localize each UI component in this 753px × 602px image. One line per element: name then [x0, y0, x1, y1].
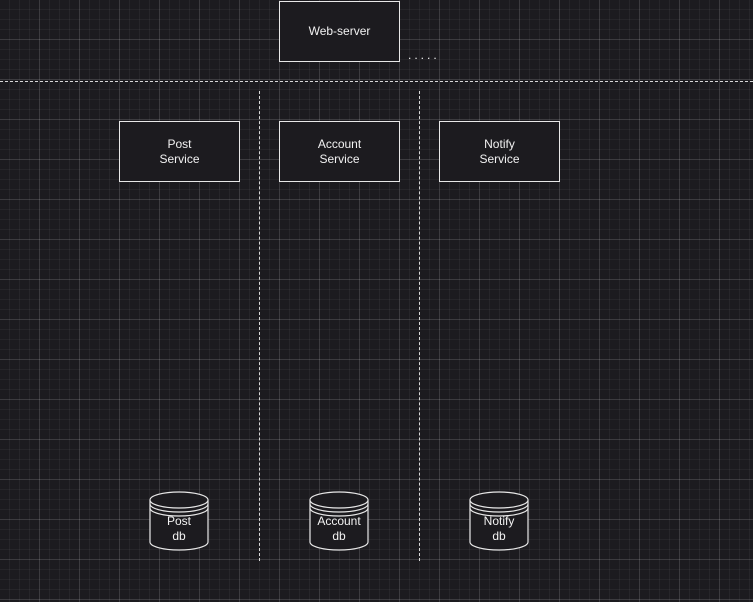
- database-icon: [469, 491, 529, 551]
- database-icon: [149, 491, 209, 551]
- horizontal-divider: [0, 81, 753, 82]
- web-server-box[interactable]: Web-server: [279, 1, 400, 62]
- notify-service-box[interactable]: Notify Service: [439, 121, 560, 182]
- vertical-divider-right: [419, 91, 420, 561]
- account-db-cylinder[interactable]: Account db: [308, 490, 370, 552]
- post-service-box[interactable]: Post Service: [119, 121, 240, 182]
- notify-db-label: Notify db: [483, 514, 515, 543]
- notify-db-cylinder[interactable]: Notify db: [468, 490, 530, 552]
- database-icon: [309, 491, 369, 551]
- post-db-cylinder[interactable]: Post db: [148, 490, 210, 552]
- account-service-box[interactable]: Account Service: [279, 121, 400, 182]
- post-db-label: Post db: [166, 514, 191, 543]
- ellipsis-text: .....: [408, 48, 440, 62]
- vertical-divider-left: [259, 91, 260, 561]
- account-db-label: Account db: [317, 514, 361, 543]
